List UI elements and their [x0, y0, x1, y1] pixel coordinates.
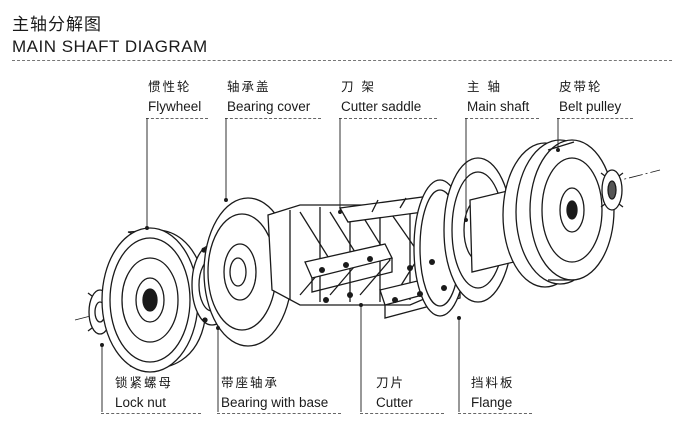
label-lock-nut-zh: 锁紧螺母 — [115, 375, 174, 390]
label-belt-pulley: 皮带轮 Belt pulley — [559, 79, 621, 115]
label-flange-zh: 挡料板 — [471, 375, 515, 390]
label-belt-pulley-zh: 皮带轮 — [559, 79, 603, 94]
label-bearing-base-zh: 带座轴承 — [221, 375, 280, 390]
label-flywheel-underline — [146, 118, 208, 119]
label-main-shaft-underline — [465, 118, 539, 119]
label-bearing-base-en: Bearing with base — [221, 395, 329, 410]
flywheel-part — [101, 227, 208, 373]
label-lock-nut-en: Lock nut — [115, 395, 167, 410]
label-cutter-saddle-underline — [339, 118, 437, 119]
label-main-shaft: 主 轴 Main shaft — [467, 79, 529, 115]
label-main-shaft-zh: 主 轴 — [467, 79, 502, 94]
label-cutter-en: Cutter — [376, 395, 413, 410]
label-cutter-saddle: 刀 架 Cutter saddle — [341, 79, 421, 115]
label-bearing-base-underline — [217, 413, 341, 414]
label-cutter-underline — [360, 413, 444, 414]
saddle-bolts — [319, 256, 447, 303]
label-cutter-saddle-zh: 刀 架 — [341, 79, 376, 94]
label-lock-nut: 锁紧螺母 Lock nut — [115, 375, 173, 411]
label-lock-nut-underline — [101, 413, 201, 414]
label-flange-en: Flange — [471, 395, 513, 410]
label-cutter-saddle-en: Cutter saddle — [341, 99, 422, 114]
label-bearing-cover-zh: 轴承盖 — [227, 79, 271, 94]
title-divider — [12, 60, 672, 61]
label-belt-pulley-underline — [557, 118, 633, 119]
label-flywheel-en: Flywheel — [148, 99, 202, 114]
right-lock-nut-part — [600, 169, 624, 211]
label-flywheel: 惯性轮 Flywheel — [148, 79, 201, 115]
label-cutter: 刀片 Cutter — [376, 375, 413, 411]
label-flange-underline — [458, 413, 532, 414]
diagram-title-zh: 主轴分解图 — [12, 15, 102, 35]
diagram-title-en: MAIN SHAFT DIAGRAM — [12, 37, 208, 56]
label-cutter-zh: 刀片 — [376, 375, 406, 390]
label-flywheel-zh: 惯性轮 — [148, 79, 192, 94]
label-bearing-cover: 轴承盖 Bearing cover — [227, 79, 310, 115]
label-belt-pulley-en: Belt pulley — [559, 99, 622, 114]
leader-lines — [100, 118, 560, 412]
belt-pulley-part — [502, 139, 615, 288]
label-flange: 挡料板 Flange — [471, 375, 515, 411]
label-bearing-base: 带座轴承 Bearing with base — [221, 375, 328, 411]
label-bearing-cover-en: Bearing cover — [227, 99, 311, 114]
label-bearing-cover-underline — [225, 118, 321, 119]
label-main-shaft-en: Main shaft — [467, 99, 530, 114]
